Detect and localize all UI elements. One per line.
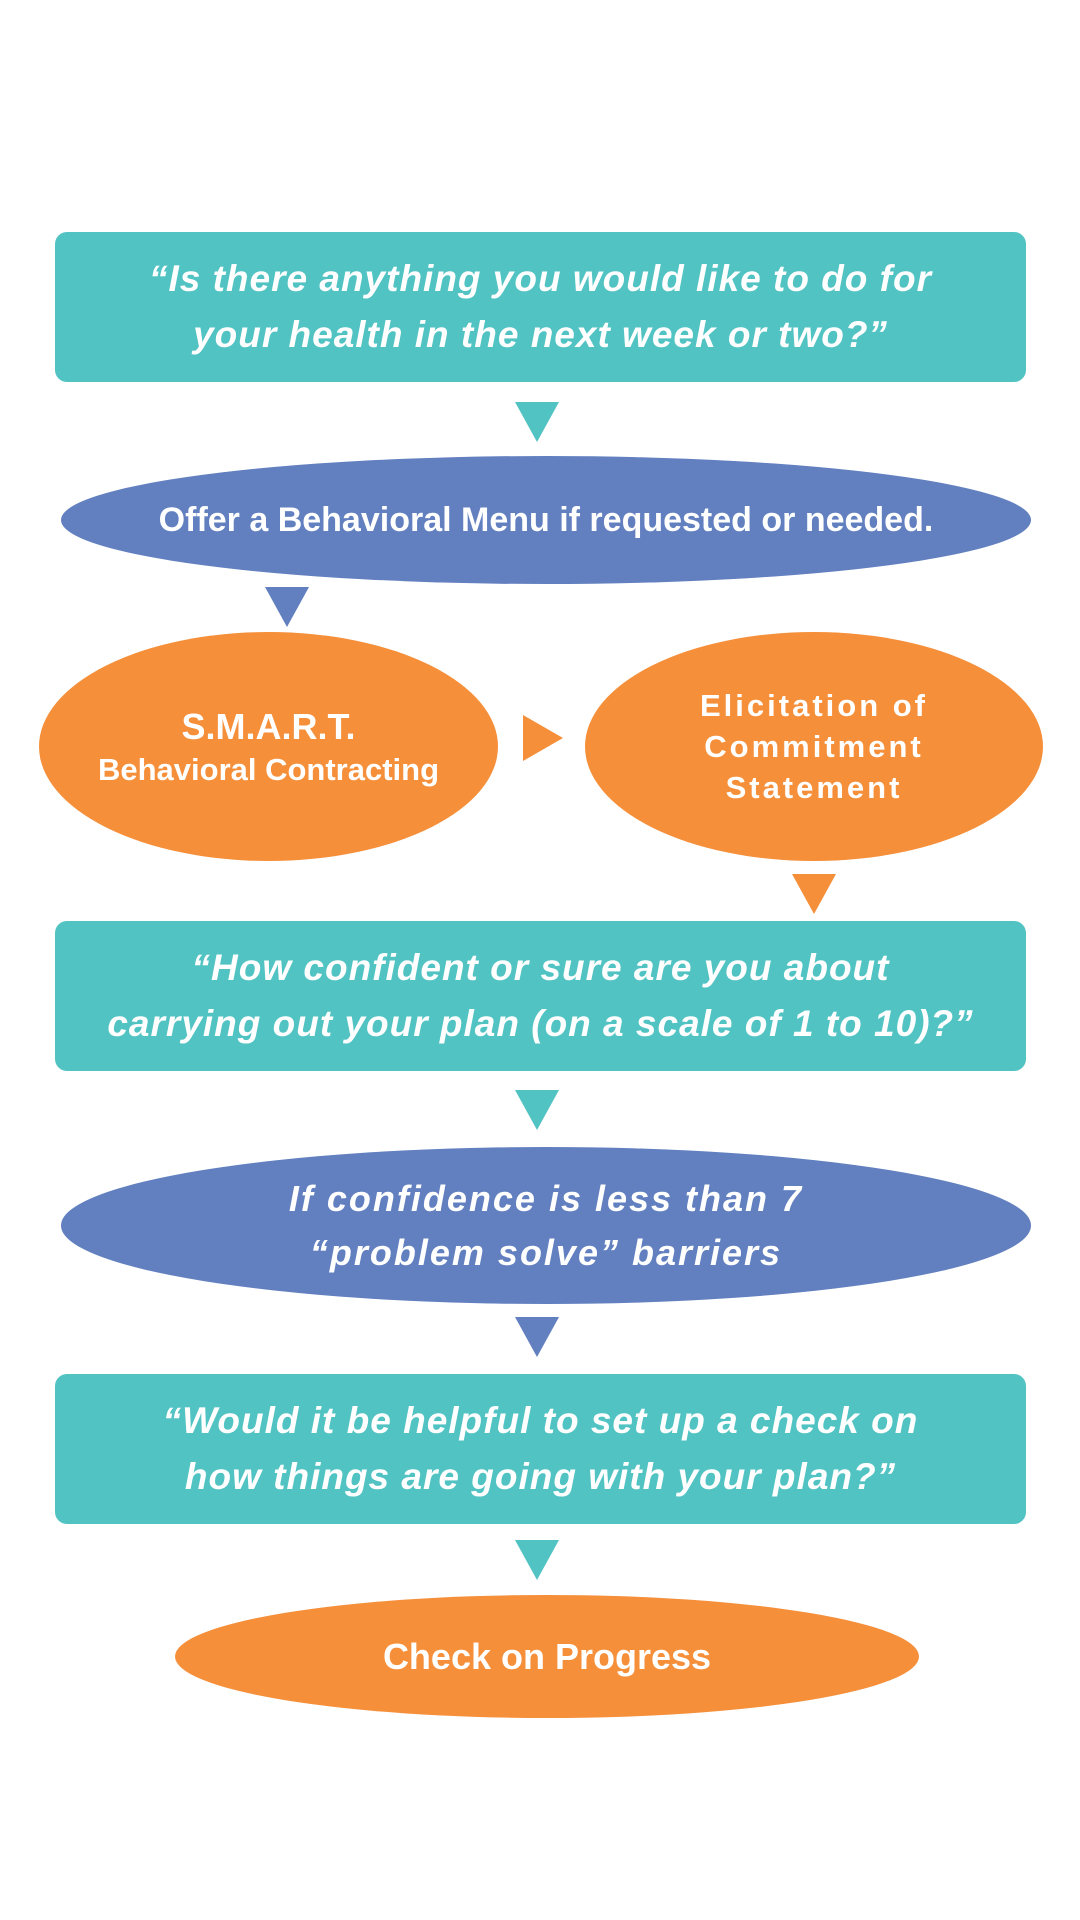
smart-title: S.M.A.R.T. — [181, 705, 356, 747]
check-progress-ellipse: Check on Progress — [175, 1595, 919, 1718]
arrow-down-icon — [515, 1317, 559, 1357]
progress-text: Check on Progress — [382, 1635, 712, 1677]
commit-line-1: Elicitation of — [700, 688, 928, 723]
arrow-down-icon — [792, 874, 836, 914]
barrier-line-2: “problem solve” barriers — [309, 1231, 783, 1273]
menu-text: Offer a Behavioral Menu if requested or … — [158, 500, 934, 539]
check-in-box: “Would it be helpful to set up a check o… — [55, 1374, 1026, 1524]
confidence-line-2: carrying out your plan (on a scale of 1 … — [107, 1003, 974, 1044]
behavioral-menu-ellipse: Offer a Behavioral Menu if requested or … — [61, 456, 1031, 584]
commitment-ellipse: Elicitation of Commitment Statement — [585, 632, 1043, 861]
arrow-down-icon — [265, 587, 309, 627]
ask-line-1: “Is there anything you would like to do … — [148, 258, 933, 299]
arrow-down-icon — [515, 1090, 559, 1130]
commit-line-3: Statement — [725, 770, 903, 805]
smart-subtitle: Behavioral Contracting — [97, 751, 440, 787]
commit-line-2: Commitment — [704, 729, 924, 764]
smart-ellipse: S.M.A.R.T. Behavioral Contracting — [39, 632, 498, 861]
confidence-line-1: “How confident or sure are you about — [191, 947, 890, 988]
arrow-down-icon — [515, 1540, 559, 1580]
arrow-right-icon — [523, 715, 563, 761]
check-line-2: how things are going with your plan?” — [184, 1456, 897, 1497]
arrow-down-icon — [515, 402, 559, 442]
ask-health-goal-box: “Is there anything you would like to do … — [55, 232, 1026, 382]
ask-line-2: your health in the next week or two?” — [193, 314, 888, 355]
check-line-1: “Would it be helpful to set up a check o… — [162, 1400, 919, 1441]
barrier-line-1: If confidence is less than 7 — [288, 1177, 804, 1219]
confidence-box: “How confident or sure are you about car… — [55, 921, 1026, 1071]
problem-solve-ellipse: If confidence is less than 7 “problem so… — [61, 1147, 1031, 1304]
